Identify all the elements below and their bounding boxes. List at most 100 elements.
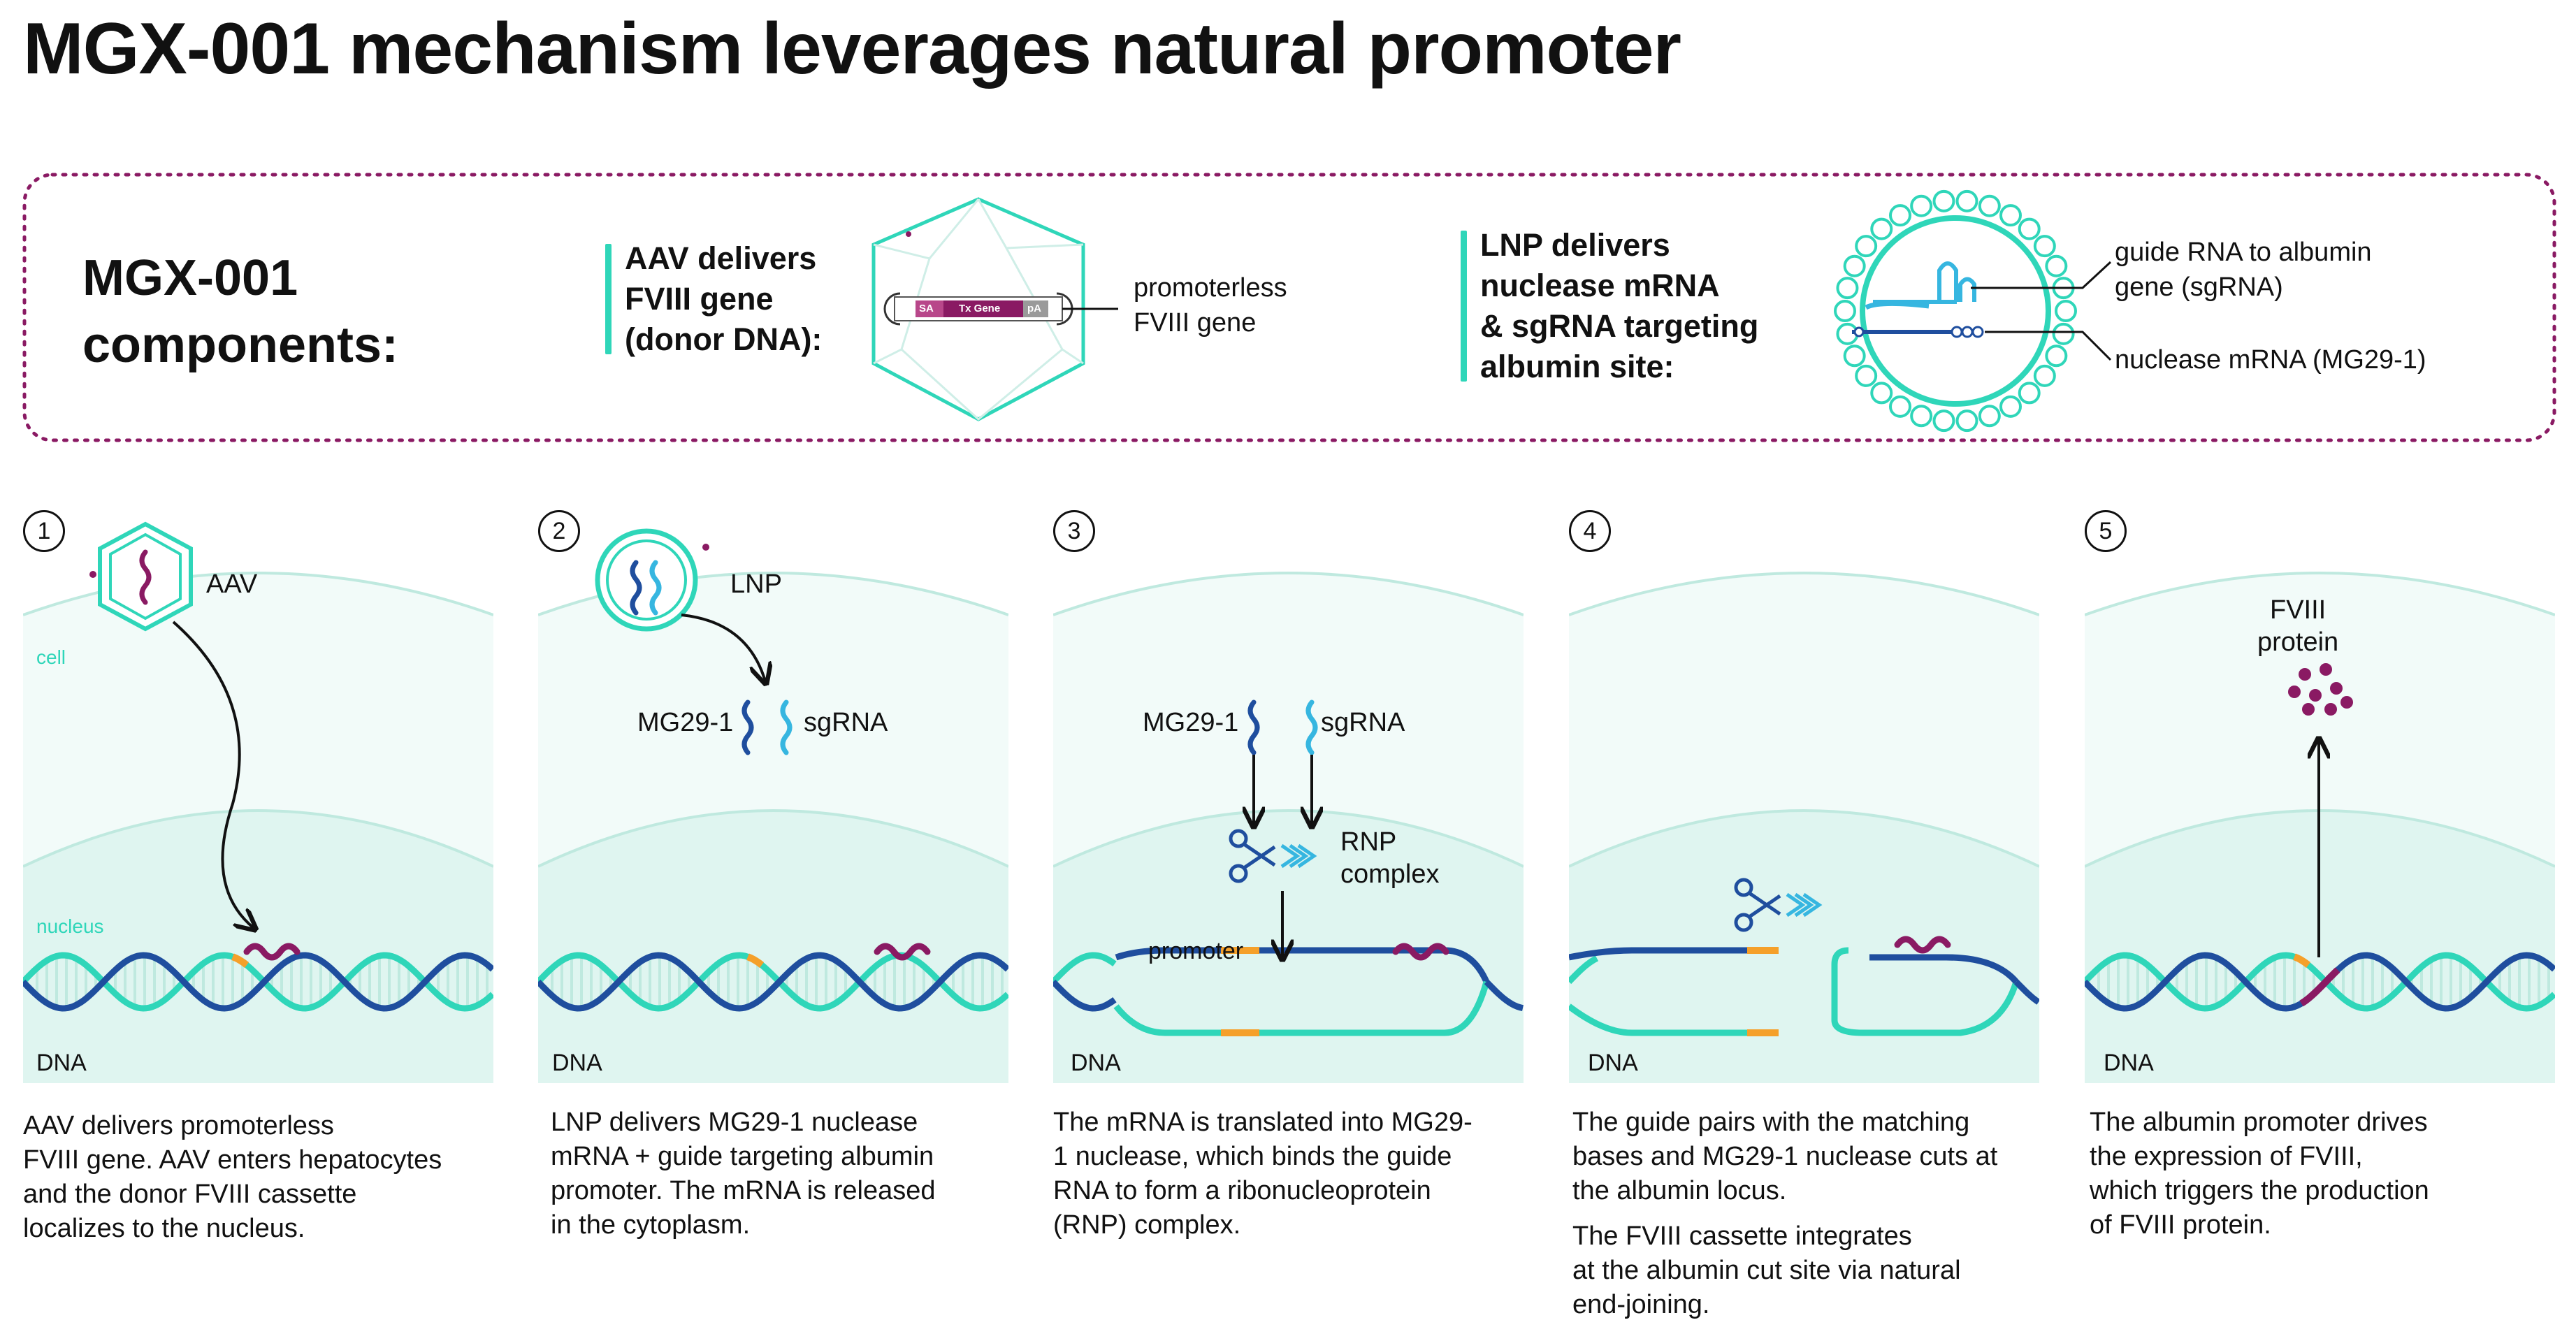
fviii-protein-label: FVIII protein xyxy=(2257,595,2339,657)
step-5-description: The albumin promoter drives the expressi… xyxy=(2090,1108,2429,1240)
aav-delivers-label: AAV delivers FVIII gene (donor DNA): xyxy=(605,238,822,360)
step-panel-1 xyxy=(23,521,493,1083)
lipid-bead xyxy=(2033,364,2056,387)
step-4-description-2: The FVIII cassette integrates at the alb… xyxy=(1572,1221,1961,1319)
nucleus-membrane xyxy=(1569,809,2039,868)
cassette-labels: SA Tx Gene pA xyxy=(916,300,1048,317)
sgrna-label-3: sgRNA xyxy=(1321,708,1405,737)
lipid-bead xyxy=(1855,235,1878,258)
fviii-cassette-icon xyxy=(243,943,301,961)
lipid-bead xyxy=(1955,409,1978,433)
cassette-pa: pA xyxy=(1027,303,1041,314)
fviii-protein-dot xyxy=(2324,703,2337,716)
lnp-marker xyxy=(702,544,709,551)
dna-strand-b2 xyxy=(1484,979,1524,1011)
lipid-bead xyxy=(2045,345,2068,368)
lipid-bead xyxy=(1889,204,1911,227)
lipid-bead xyxy=(1932,189,1955,212)
dna-cut-left-bottom xyxy=(1569,1003,1779,1036)
nucleus-label: nucleus xyxy=(36,915,104,937)
dna-label-2: DNA xyxy=(552,1050,602,1076)
fviii-cassette-icon xyxy=(874,943,931,961)
step-2-number: 2 xyxy=(538,510,580,552)
cell-membrane xyxy=(23,572,493,616)
dna-strand-a xyxy=(1053,952,1117,985)
albumin-site xyxy=(746,953,765,968)
lnp-icon xyxy=(595,528,698,632)
lipid-bead xyxy=(2018,382,2041,405)
dna-strand-b xyxy=(1053,979,1117,1012)
lipid-bead xyxy=(1855,364,1878,387)
fviii-protein-dot xyxy=(2309,689,2322,702)
sgrna-strand xyxy=(780,699,793,755)
aav-capsid-icon xyxy=(871,197,1118,421)
cell-membrane xyxy=(2085,572,2555,616)
dna-strand-a xyxy=(1569,955,1599,985)
cell-label: cell xyxy=(36,646,66,668)
mg29-label-2: MG29-1 xyxy=(637,708,734,737)
lipid-bead xyxy=(1999,395,2022,418)
lipid-bead xyxy=(1910,194,1933,217)
lipid-bead xyxy=(1870,217,1893,240)
fviii-protein-dot xyxy=(2299,668,2311,681)
lipid-bead xyxy=(2055,300,2077,322)
lipid-bead xyxy=(1999,204,2022,227)
lipid-bead xyxy=(1978,405,2001,428)
lipid-bead xyxy=(1955,189,1978,212)
fviii-gene-icon xyxy=(139,549,152,605)
dna-open-bottom xyxy=(1113,980,1490,1036)
step-1-description: AAV delivers promoterless FVIII gene. AA… xyxy=(23,1111,442,1243)
mg29-strand xyxy=(741,699,754,755)
aav-capsid-icon xyxy=(98,521,193,632)
nuclease-mrna-callout: nuclease mRNA (MG29-1) xyxy=(2115,345,2426,375)
step-panel-2 xyxy=(538,528,1008,1083)
lipid-bead xyxy=(1889,395,1911,418)
dna-cut-right-bottom xyxy=(1831,947,2020,1036)
fviii-protein-dot xyxy=(2320,663,2332,676)
rnp-cutting-icon xyxy=(1734,878,1823,932)
rnp-complex-icon xyxy=(1229,829,1317,883)
albumin-site xyxy=(231,953,249,968)
fviii-cassette-icon xyxy=(1894,936,1951,954)
release-arrow xyxy=(681,614,765,681)
sgrna-icon xyxy=(649,560,662,616)
fviii-protein-dot xyxy=(2330,682,2343,695)
lnp-label: LNP xyxy=(730,570,782,599)
dna-strand-b2 xyxy=(2013,979,2039,1005)
step-4-description: The guide pairs with the matching bases … xyxy=(1572,1108,1998,1205)
dna-label-5: DNA xyxy=(2104,1050,2154,1076)
step-5-number: 5 xyxy=(2085,510,2127,552)
fviii-cassette-icon xyxy=(1392,943,1449,961)
promoter-label: promoter xyxy=(1148,938,1244,964)
step-panel-4 xyxy=(1569,572,2039,1083)
fviii-protein-dot xyxy=(2288,686,2301,698)
step-panel-5 xyxy=(2085,572,2555,1083)
aav-label: AAV xyxy=(206,570,258,599)
aav-inner-shell xyxy=(109,532,182,621)
mg29-label-3: MG29-1 xyxy=(1143,708,1239,737)
page-title: MGX-001 mechanism leverages natural prom… xyxy=(23,8,1681,89)
nucleus-membrane xyxy=(1053,809,1524,868)
cell-membrane xyxy=(1569,572,2039,616)
promoterless-gene-callout: promoterless FVIII gene xyxy=(1134,273,1287,338)
dna-cut-left-top xyxy=(1569,947,1779,961)
cell-membrane xyxy=(1053,572,1524,616)
mg29-strand xyxy=(1247,699,1260,755)
lipid-bead xyxy=(2052,322,2075,345)
sgrna-label-2: sgRNA xyxy=(804,708,888,737)
components-heading: MGX-001 components: xyxy=(82,250,399,373)
lipid-bead xyxy=(1932,409,1955,433)
nucleus-membrane xyxy=(23,809,493,868)
step-4-number: 4 xyxy=(1569,510,1611,552)
mg29-mrna-icon xyxy=(630,560,642,616)
lnp-inner xyxy=(606,539,687,621)
fviii-protein-dot xyxy=(2340,696,2353,709)
fviii-protein-dot xyxy=(2302,703,2315,716)
lipid-bead xyxy=(1836,277,1859,300)
step-3-number: 3 xyxy=(1053,510,1095,552)
lipid-bead xyxy=(1910,405,1933,428)
dna-label-1: DNA xyxy=(36,1050,87,1076)
step-panel-3 xyxy=(1053,572,1524,1083)
